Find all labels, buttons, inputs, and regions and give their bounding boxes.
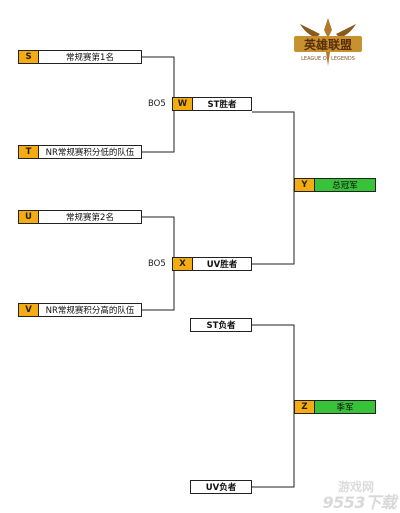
slot-w-tag: W [173,98,193,110]
slot-v: V NR常规赛积分高的队伍 [18,303,142,317]
slot-z-third-place: Z 季军 [294,400,376,414]
watermark-sub: 下载 [364,493,397,512]
slot-s-tag: S [19,51,39,63]
watermark-top: 游戏网 [337,480,374,494]
slot-w-label: ST胜者 [207,100,237,110]
slot-v-label: NR常规赛积分高的队伍 [45,306,135,316]
slot-x: X UV胜者 [172,257,252,271]
slot-x-label: UV胜者 [206,260,238,270]
series-format-top: BO5 [148,99,166,109]
slot-z-tag: Z [295,401,315,413]
watermark: 9553下载 [322,489,396,513]
slot-st-loser: ST负者 [190,318,252,332]
slot-t-tag: T [19,146,39,158]
slot-z-label: 季军 [336,403,354,413]
slot-x-tag: X [173,258,193,270]
slot-uv-loser-label: UV负者 [205,483,237,493]
slot-y-label: 总冠军 [332,181,358,191]
slot-s: S 常规赛第1名 [18,50,142,64]
slot-w: W ST胜者 [172,97,252,111]
slot-u-tag: U [19,211,39,223]
slot-u: U 常规赛第2名 [18,210,142,224]
slot-u-label: 常规赛第2名 [66,213,114,223]
slot-t: T NR常规赛积分低的队伍 [18,145,142,159]
slot-t-label: NR常规赛积分低的队伍 [45,148,135,158]
watermark-main: 9553 [322,493,365,512]
slot-uv-loser: UV负者 [190,480,252,494]
series-format-bottom: BO5 [148,259,166,269]
slot-s-label: 常规赛第1名 [66,53,114,63]
league-of-legends-logo: 英雄联盟 LEAGUE OF LEGENDS [294,18,362,66]
slot-y-champion: Y 总冠军 [294,178,376,192]
slot-v-tag: V [19,304,39,316]
logo-title: 英雄联盟 [304,37,352,52]
slot-st-loser-label: ST负者 [206,321,236,331]
slot-y-tag: Y [295,179,315,191]
